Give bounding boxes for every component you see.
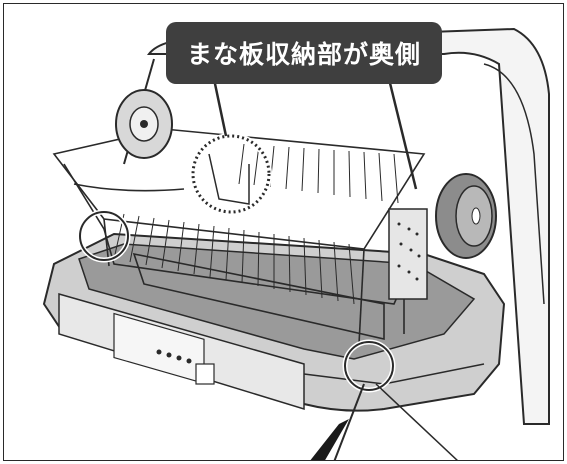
corner-detail-right <box>342 339 396 393</box>
dish-dryer-illustration <box>42 27 550 460</box>
button-icon <box>195 363 215 385</box>
indicator-dot <box>166 352 172 358</box>
callout-pointers <box>212 78 418 190</box>
control-panel <box>113 312 205 385</box>
cutlery-holder <box>388 208 428 300</box>
illustration-frame: まな板収納部が奥側 <box>3 3 564 461</box>
leader-lines <box>310 383 458 460</box>
right-hinge-knob <box>435 173 497 259</box>
indicator-dot <box>176 355 182 361</box>
indicator-dot <box>186 358 192 364</box>
corner-detail-left <box>77 209 131 263</box>
cutting-board-slot-highlight <box>190 133 272 215</box>
callout-label-box: まな板収納部が奥側 <box>166 22 442 84</box>
left-hinge-knob <box>115 89 173 159</box>
indicator-dot <box>156 349 162 355</box>
callout-text: まな板収納部が奥側 <box>186 40 421 69</box>
